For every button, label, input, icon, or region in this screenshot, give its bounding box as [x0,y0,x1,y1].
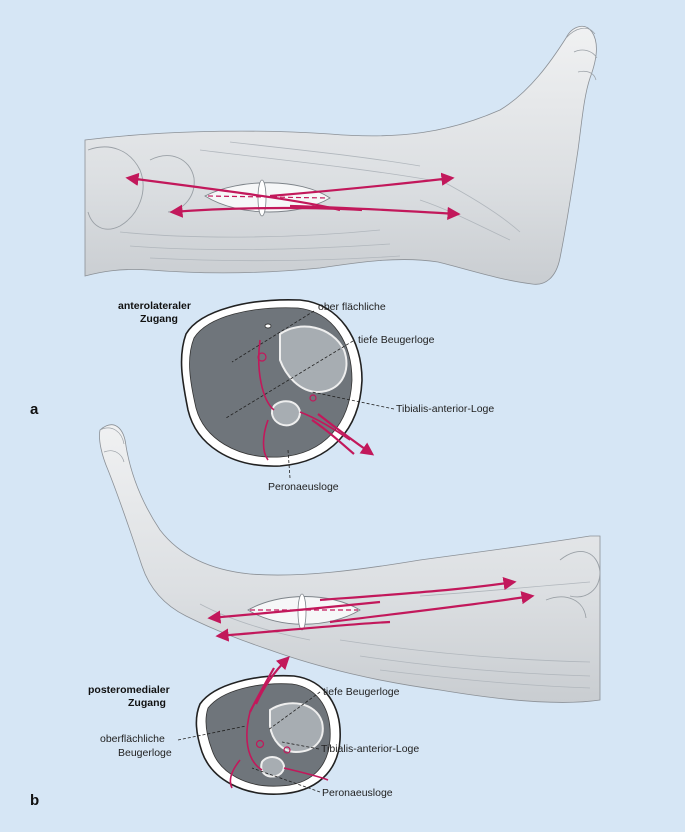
label-b-tibialis: Tibialis-anterior-Loge [321,743,419,755]
incision-arrow-b4 [329,591,535,624]
label-a-superficial: ober flächliche [318,301,386,313]
cross-section-a [180,298,375,467]
approach-label-a-line2: Zugang [140,313,178,325]
leg-illustration-b [99,424,601,703]
leader-b-peroneus [251,767,321,793]
label-a-tibialis: Tibialis-anterior-Loge [396,403,494,415]
leader-b-superficial [177,725,247,741]
incision-arrow-a2 [269,172,455,198]
label-b-peroneus: Peronaeusloge [322,787,393,799]
label-b-superficial-line2: Beugerloge [118,747,172,759]
panel-letter-b: b [30,792,39,809]
leader-b-tibialis [281,741,320,750]
cross-section-b [195,656,341,795]
incision-arrow-a4 [289,204,461,221]
incision-arrow-b3 [215,620,391,642]
approach-label-b-line2: Zugang [128,697,166,709]
approach-label-a-line1: anterolateraler [118,300,191,312]
approach-arrow-a2 [311,419,355,455]
leader-a-superficial [231,310,315,363]
leg-illustration-a [84,25,598,285]
approach-label-b-line1: posteromedialer [88,684,170,696]
approach-arrow-b1 [254,656,290,705]
approach-arrow-b2 [249,667,275,713]
panel-letter-a: a [30,401,39,418]
incision-arrow-b2 [319,577,517,602]
leader-b-deep [267,691,321,731]
label-b-superficial-line1: oberflächliche [100,733,165,745]
label-b-deep-flexor: tiefe Beugerloge [323,686,400,698]
approach-arrow-a1 [317,413,375,456]
leader-a-tibialis [311,391,395,410]
label-a-deep-flexor: tiefe Beugerloge [358,334,435,346]
label-a-peroneus: Peronaeusloge [268,481,339,493]
incision-arrow-b1 [207,600,381,624]
